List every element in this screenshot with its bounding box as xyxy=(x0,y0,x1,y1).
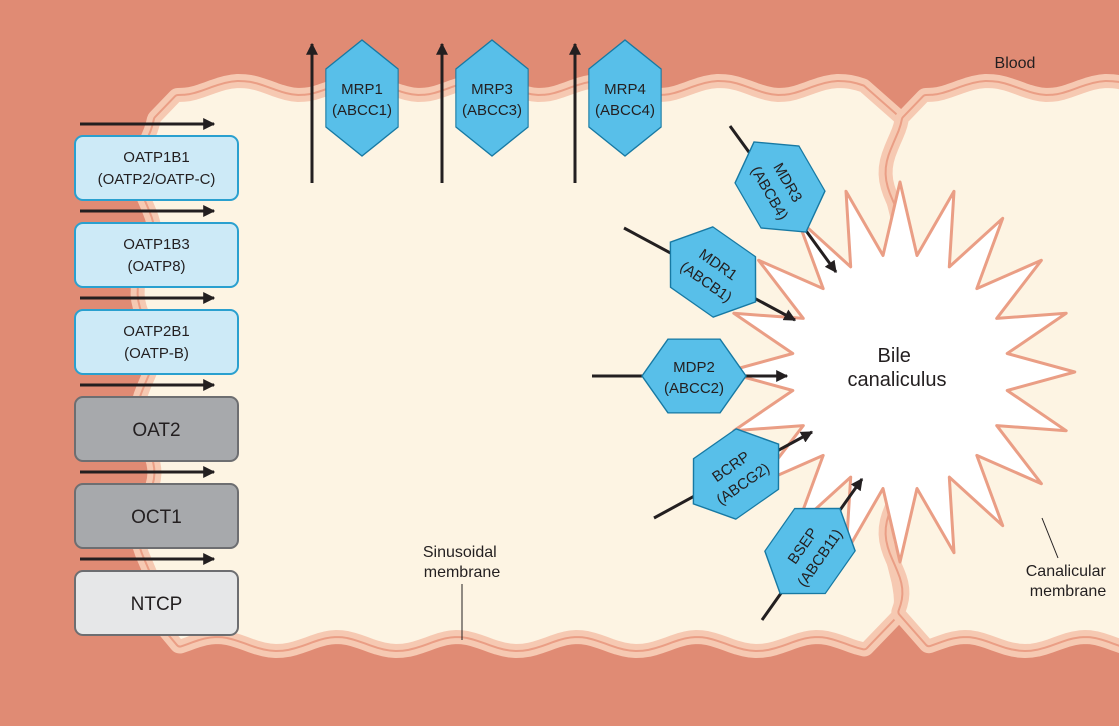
transporter-label-line: (ABCC3) xyxy=(462,102,522,119)
transporter-label-line: (ABCC4) xyxy=(595,102,655,119)
transporter-label-line: (ABCC2) xyxy=(664,380,724,397)
uptake-transporter-oatp1b3: OATP1B3 (OATP8) xyxy=(75,211,238,287)
transporter-label-line: MRP1 xyxy=(341,81,383,98)
transporter-label-line: OATP1B3 xyxy=(123,236,189,253)
uptake-transporter-oct1: OCT1 xyxy=(75,472,238,548)
canalicular-membrane-line-2: membrane xyxy=(1030,583,1107,600)
transporter-label: OCT1 xyxy=(131,507,182,528)
transporter-box xyxy=(75,310,238,374)
bile-canaliculus-line-1: Bile xyxy=(878,345,911,367)
transporter-label-line: MRP4 xyxy=(604,81,646,98)
transporter-label-line: OAT2 xyxy=(132,420,180,441)
uptake-transporter-oatp2b1: OATP2B1 (OATP-B) xyxy=(75,298,238,374)
transporter-box xyxy=(75,136,238,200)
transporter-label-line: OATP2B1 xyxy=(123,323,189,340)
transporter-label-line: MRP3 xyxy=(471,81,513,98)
uptake-transporter-oat2: OAT2 xyxy=(75,385,238,461)
sinusoidal-membrane-line-1: Sinusoidal xyxy=(423,544,497,561)
transporter-label-line: (OATP2/OATP-C) xyxy=(98,171,216,188)
uptake-transporter-oatp1b1: OATP1B1 (OATP2/OATP-C) xyxy=(75,124,238,200)
transporter-box xyxy=(75,223,238,287)
uptake-transporter-ntcp: NTCP xyxy=(75,559,238,635)
sinusoidal-membrane-line-2: membrane xyxy=(424,564,501,581)
transporter-label-line: OATP1B1 xyxy=(123,149,189,166)
transporter-label-line: OCT1 xyxy=(131,507,182,528)
transporter-label-line: (OATP-B) xyxy=(124,345,189,362)
transporter-label: OAT2 xyxy=(132,420,180,441)
bile-canaliculus-line-2: canaliculus xyxy=(848,369,947,391)
transporter-label-line: (OATP8) xyxy=(127,258,185,275)
blood-label: Blood xyxy=(995,55,1036,72)
transporter-label-line: MDP2 xyxy=(673,359,715,376)
transporter-label-line: NTCP xyxy=(131,594,183,615)
transporter-label: NTCP xyxy=(131,594,183,615)
canalicular-membrane-line-1: Canalicular xyxy=(1026,563,1107,580)
transporter-label-line: (ABCC1) xyxy=(332,102,392,119)
